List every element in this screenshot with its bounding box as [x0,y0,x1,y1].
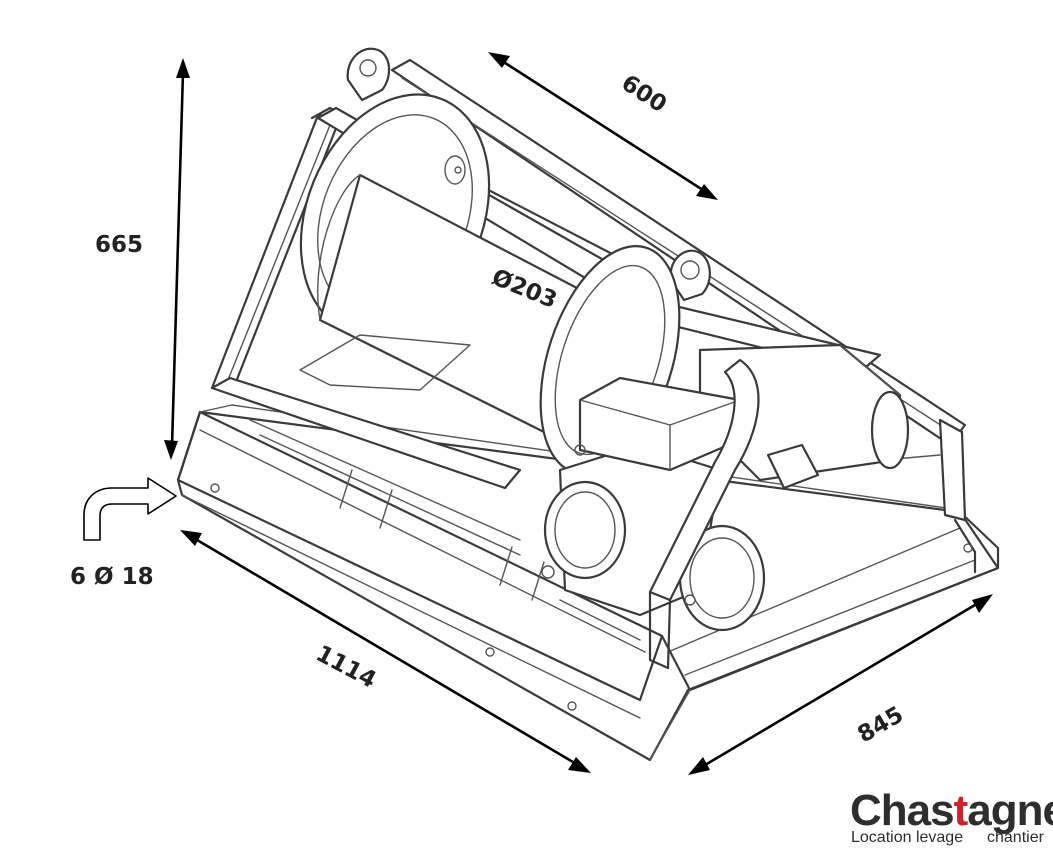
mounting-holes-label: 6 Ø 18 [70,564,154,590]
length-label: 1114 [312,641,381,694]
height-label: 665 [95,232,143,258]
width-label: 845 [853,702,908,749]
brand-tagline-right: chantier [987,829,1045,846]
brand-tagline-left: Location levage [851,829,963,846]
motor-assembly [541,343,910,670]
brand-accent-letter: t [954,786,969,835]
dimension-arrows [83,52,993,775]
brand-logo: Chastagner Location levage chantier [850,786,1053,846]
depth-label: 600 [617,70,671,118]
brand-name: Chastagner [850,786,1053,835]
